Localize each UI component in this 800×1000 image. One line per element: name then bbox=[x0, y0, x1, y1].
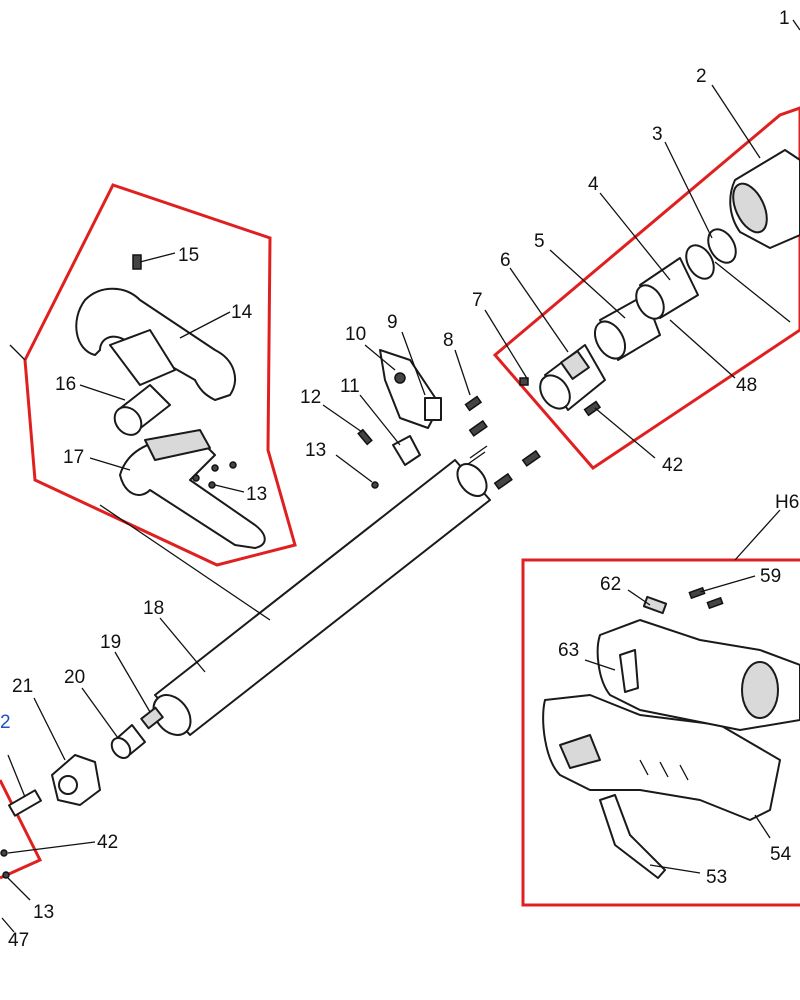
label-part-16: 16 bbox=[55, 374, 76, 395]
housing-half-part-63 bbox=[596, 619, 800, 731]
label-part-6: 6 bbox=[500, 250, 511, 271]
label-part-42-left: 42 bbox=[97, 832, 118, 853]
spring-part-19 bbox=[140, 706, 164, 730]
label-part-59: 59 bbox=[760, 566, 781, 587]
label-part-15: 15 bbox=[178, 245, 199, 266]
clamp-nut-part-11 bbox=[392, 435, 421, 466]
label-part-20: 20 bbox=[64, 667, 85, 688]
handle-clamp-part-17 bbox=[119, 429, 266, 549]
label-part-47: 47 bbox=[8, 930, 29, 951]
part-labels: 1 2 3 4 5 6 7 8 9 10 11 12 13 15 14 16 1… bbox=[0, 8, 799, 951]
label-part-13-handle: 13 bbox=[246, 484, 267, 505]
coupling-part-6 bbox=[539, 344, 606, 411]
label-part-63: 63 bbox=[558, 640, 579, 661]
switch-part-62 bbox=[642, 595, 668, 615]
rings-part-3 bbox=[685, 228, 737, 280]
housing-assembly-frame bbox=[521, 558, 800, 907]
gear-head-part-2 bbox=[729, 149, 800, 249]
leader-lines bbox=[1, 19, 800, 933]
label-part-22: 2 bbox=[0, 712, 11, 733]
label-part-54: 54 bbox=[770, 844, 792, 865]
label-part-11: 11 bbox=[340, 376, 360, 397]
motor-head-frame bbox=[492, 106, 800, 470]
label-part-42-right: 42 bbox=[662, 455, 683, 476]
label-part-9: 9 bbox=[387, 312, 398, 333]
label-part-12: 12 bbox=[300, 387, 321, 408]
label-part-8: 8 bbox=[443, 330, 454, 351]
label-part-2: 2 bbox=[696, 66, 707, 87]
label-part-7: 7 bbox=[472, 290, 483, 311]
label-part-18: 18 bbox=[143, 598, 164, 619]
nut-part-21 bbox=[51, 754, 101, 806]
label-part-13-left: 13 bbox=[33, 902, 54, 923]
label-part-14: 14 bbox=[231, 302, 253, 323]
bushing-part-20 bbox=[110, 724, 146, 759]
loop-handle-part-14 bbox=[75, 254, 236, 401]
label-part-3: 3 bbox=[652, 124, 663, 145]
bracket-part-9-10 bbox=[379, 349, 442, 429]
trigger-part-53 bbox=[599, 794, 666, 879]
label-part-5: 5 bbox=[534, 231, 545, 252]
label-part-10: 10 bbox=[345, 324, 366, 345]
collar-part-4 bbox=[635, 257, 699, 320]
label-part-19: 19 bbox=[100, 632, 121, 653]
handle-assembly-frame bbox=[23, 183, 297, 567]
label-part-53: 53 bbox=[706, 867, 727, 888]
bolt-part-22 bbox=[0, 789, 42, 879]
screws bbox=[357, 377, 602, 490]
label-part-62: 62 bbox=[600, 574, 621, 595]
label-part-21: 21 bbox=[12, 676, 33, 697]
label-part-1: 1 bbox=[779, 8, 790, 29]
highlight-frames bbox=[0, 106, 800, 907]
label-part-48: 48 bbox=[736, 375, 757, 396]
main-shaft-part-18 bbox=[152, 445, 491, 736]
label-part-4: 4 bbox=[588, 174, 599, 195]
screws-part-59 bbox=[688, 586, 724, 610]
label-h6: H6 bbox=[775, 492, 799, 513]
label-part-13: 13 bbox=[305, 440, 326, 461]
handle-sleeve-part-16 bbox=[113, 384, 171, 436]
label-part-17: 17 bbox=[63, 447, 84, 468]
